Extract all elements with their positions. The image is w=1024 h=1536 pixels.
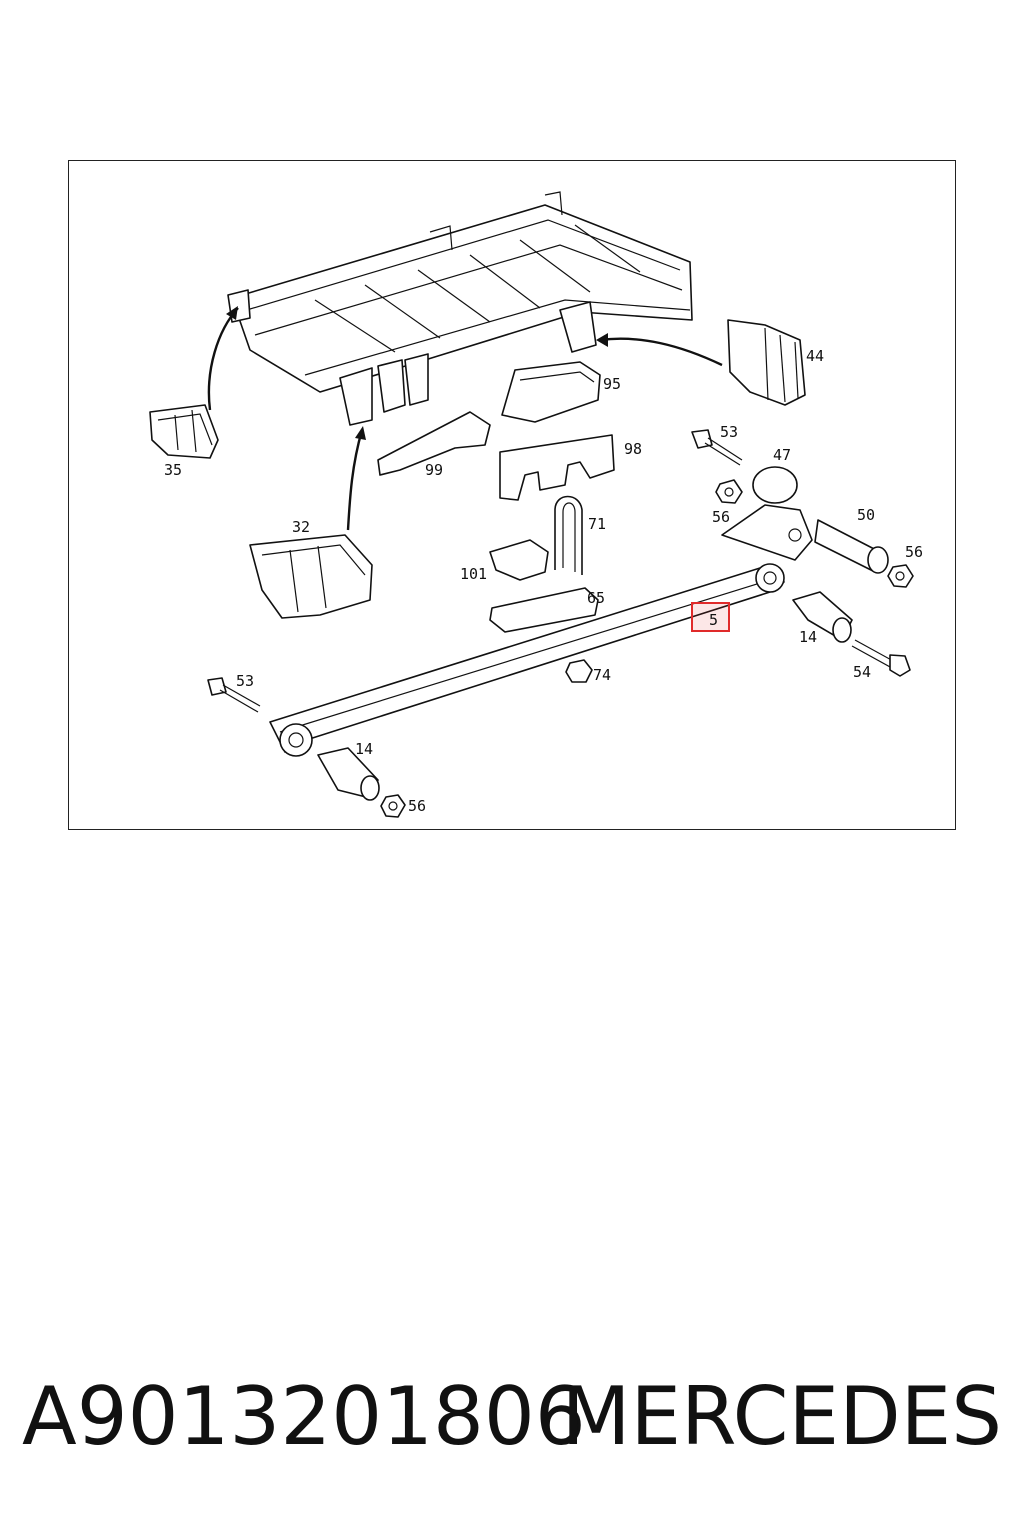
callout-56-right: 56 bbox=[905, 543, 923, 561]
bushing-14-left bbox=[317, 747, 380, 801]
arrow-head-32 bbox=[355, 426, 366, 440]
pad-65 bbox=[489, 587, 599, 633]
plate-98 bbox=[499, 434, 615, 501]
callout-71: 71 bbox=[588, 515, 606, 533]
nut-56-left bbox=[380, 794, 406, 818]
bracket-32 bbox=[249, 534, 373, 619]
plate-95 bbox=[501, 361, 601, 423]
callout-14-right: 14 bbox=[799, 628, 817, 646]
chassis-frame bbox=[227, 191, 693, 426]
shackle-47 bbox=[721, 466, 813, 561]
footer-caption: A9013201806 MERCEDES bbox=[0, 1370, 1024, 1470]
callout-47: 47 bbox=[773, 446, 791, 464]
nut-74 bbox=[565, 659, 593, 683]
callout-14-left: 14 bbox=[355, 740, 373, 758]
bolt-53-left bbox=[207, 677, 261, 713]
callout-56-top: 56 bbox=[712, 508, 730, 526]
callout-95: 95 bbox=[603, 375, 621, 393]
arrow-head-35 bbox=[226, 306, 238, 320]
callout-54: 54 bbox=[853, 663, 871, 681]
bolt-53-top bbox=[691, 429, 743, 466]
guide-99 bbox=[377, 411, 491, 476]
callout-5: 5 bbox=[709, 611, 718, 629]
callout-99: 99 bbox=[425, 461, 443, 479]
nut-56-right bbox=[887, 564, 914, 588]
u-bolt-71 bbox=[554, 495, 583, 575]
callout-53-left: 53 bbox=[236, 672, 254, 690]
bushing-50 bbox=[814, 519, 889, 574]
callout-35: 35 bbox=[164, 461, 182, 479]
arrow-35 bbox=[207, 307, 239, 411]
callout-56-left: 56 bbox=[408, 797, 426, 815]
bushing-14-right bbox=[792, 591, 853, 643]
callout-44: 44 bbox=[806, 347, 824, 365]
callout-101: 101 bbox=[460, 565, 487, 583]
callout-74: 74 bbox=[593, 666, 611, 684]
part-number-text: A9013201806 bbox=[22, 1370, 586, 1463]
clamp-44 bbox=[727, 319, 806, 406]
wedge-101 bbox=[489, 539, 549, 581]
callout-32: 32 bbox=[292, 518, 310, 536]
diagram-frame bbox=[68, 160, 956, 830]
bracket-35 bbox=[149, 404, 219, 459]
arrow-32 bbox=[346, 429, 364, 531]
callout-98: 98 bbox=[624, 440, 642, 458]
callout-65: 65 bbox=[587, 589, 605, 607]
callout-53-top: 53 bbox=[720, 423, 738, 441]
arrow-44 bbox=[599, 337, 723, 367]
bolt-54 bbox=[851, 639, 911, 677]
leaf-spring-5 bbox=[269, 563, 785, 757]
brand-name-text: MERCEDES bbox=[561, 1370, 1002, 1463]
nut-56-top bbox=[715, 479, 743, 504]
callout-50: 50 bbox=[857, 506, 875, 524]
arrow-head-44 bbox=[596, 333, 608, 347]
highlight-box-part-5 bbox=[691, 602, 730, 632]
